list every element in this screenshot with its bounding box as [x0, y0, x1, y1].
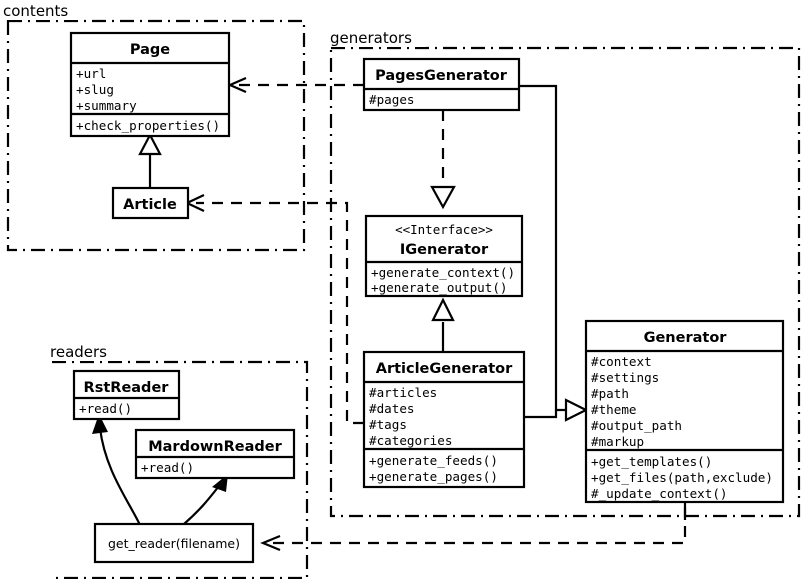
relationship-getreader-mardownreader [183, 474, 228, 525]
function-label-get-reader: get_reader(filename) [108, 536, 240, 551]
class-mardownreader[interactable]: MardownReader +read() [134, 428, 296, 480]
class-name-mardownreader: MardownReader [148, 439, 282, 455]
function-get-reader[interactable]: get_reader(filename) [93, 522, 255, 564]
relationship-articlegenerator-article [184, 194, 364, 425]
package-generators: generators [326, 28, 801, 518]
class-attribute: #pages [369, 92, 415, 107]
class-attribute: #settings [591, 370, 659, 385]
class-attribute: #output_path [591, 418, 682, 433]
class-method: +read() [141, 460, 194, 475]
class-attribute: #articles [369, 385, 437, 400]
class-igenerator[interactable]: <<Interface>> IGenerator +generate_conte… [364, 214, 524, 298]
relationship-getreader-rstreader [92, 414, 141, 526]
package-label-readers: readers [50, 343, 107, 361]
class-method: +read() [79, 401, 132, 416]
class-name-igenerator: IGenerator [400, 242, 489, 258]
class-page[interactable]: Page +url +slug +summary +check_properti… [69, 31, 231, 138]
class-attribute: #tags [369, 417, 407, 432]
class-articlegenerator[interactable]: ArticleGenerator #articles #dates #tags … [362, 350, 526, 489]
class-name-rstreader: RstReader [84, 380, 170, 396]
class-method: +generate_pages() [369, 469, 498, 484]
relationship-generator-getreader [260, 500, 687, 552]
class-method: +generate_output() [371, 280, 507, 295]
class-attribute: +slug [76, 82, 114, 97]
class-method: #_update_context() [591, 486, 727, 501]
class-name-page: Page [130, 42, 170, 58]
class-method: +check_properties() [76, 118, 220, 133]
class-name-articlegenerator: ArticleGenerator [376, 361, 513, 377]
class-attribute: #categories [369, 433, 452, 448]
relationship-pagesgenerator-page [227, 76, 364, 94]
relationship-pagesgenerator-igenerator [430, 110, 456, 210]
relationship-articlegenerator-generator [524, 410, 558, 419]
package-contents: contents [1, 2, 306, 252]
package-readers: readers [46, 342, 309, 579]
class-stereotype-igenerator: <<Interface>> [395, 222, 493, 237]
class-method: +get_templates() [591, 454, 712, 469]
class-article[interactable]: Article [111, 186, 190, 220]
class-attribute: +url [76, 66, 106, 81]
class-attribute: #context [591, 354, 652, 369]
class-name-generator: Generator [644, 330, 728, 346]
class-name-pagesgenerator: PagesGenerator [375, 68, 508, 84]
class-name-article: Article [123, 197, 177, 213]
class-pagesgenerator[interactable]: PagesGenerator #pages [362, 57, 521, 112]
relationship-pagesgenerator-generator [519, 84, 589, 422]
class-attribute: #dates [369, 401, 415, 416]
class-attribute: #path [591, 386, 629, 401]
relationship-articlegenerator-igenerator [431, 297, 455, 352]
relationship-article-page [138, 132, 162, 190]
class-generator[interactable]: Generator #context #settings #path #them… [584, 319, 785, 504]
class-attribute: #markup [591, 434, 644, 449]
package-label-generators: generators [330, 29, 412, 47]
class-rstreader[interactable]: RstReader +read() [72, 369, 181, 421]
class-attribute: +summary [76, 98, 137, 113]
class-method: +generate_feeds() [369, 453, 498, 468]
package-label-contents: contents [3, 2, 68, 20]
class-attribute: #theme [591, 402, 637, 417]
class-method: +get_files(path,exclude) [591, 470, 773, 485]
class-method: +generate_context() [371, 265, 515, 280]
